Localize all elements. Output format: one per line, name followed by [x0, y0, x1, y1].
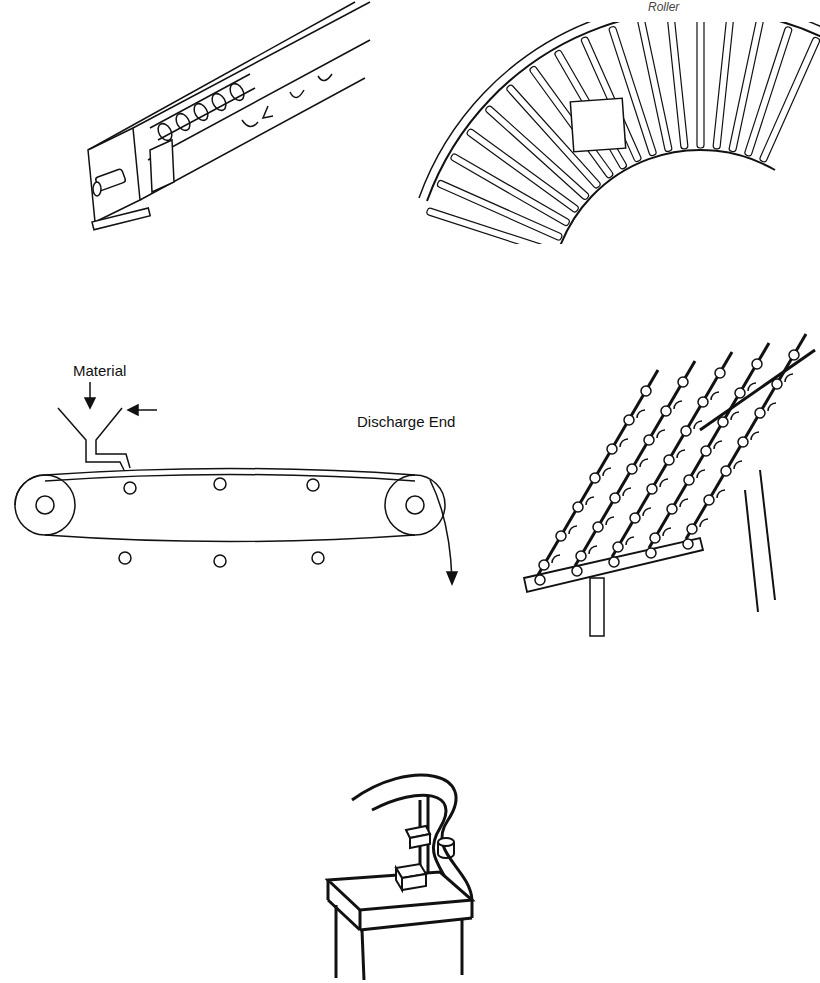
roller-curve-conveyor: [419, 22, 820, 244]
part-label: Material: [73, 362, 126, 380]
belt-conveyor: [15, 382, 457, 584]
spiral-chute: [328, 775, 472, 980]
part-label: Discharge End: [357, 413, 455, 431]
part-label: Roller: [648, 0, 679, 14]
screw-conveyor: [88, 2, 370, 230]
gravity-wheel-conveyor: [524, 334, 815, 636]
